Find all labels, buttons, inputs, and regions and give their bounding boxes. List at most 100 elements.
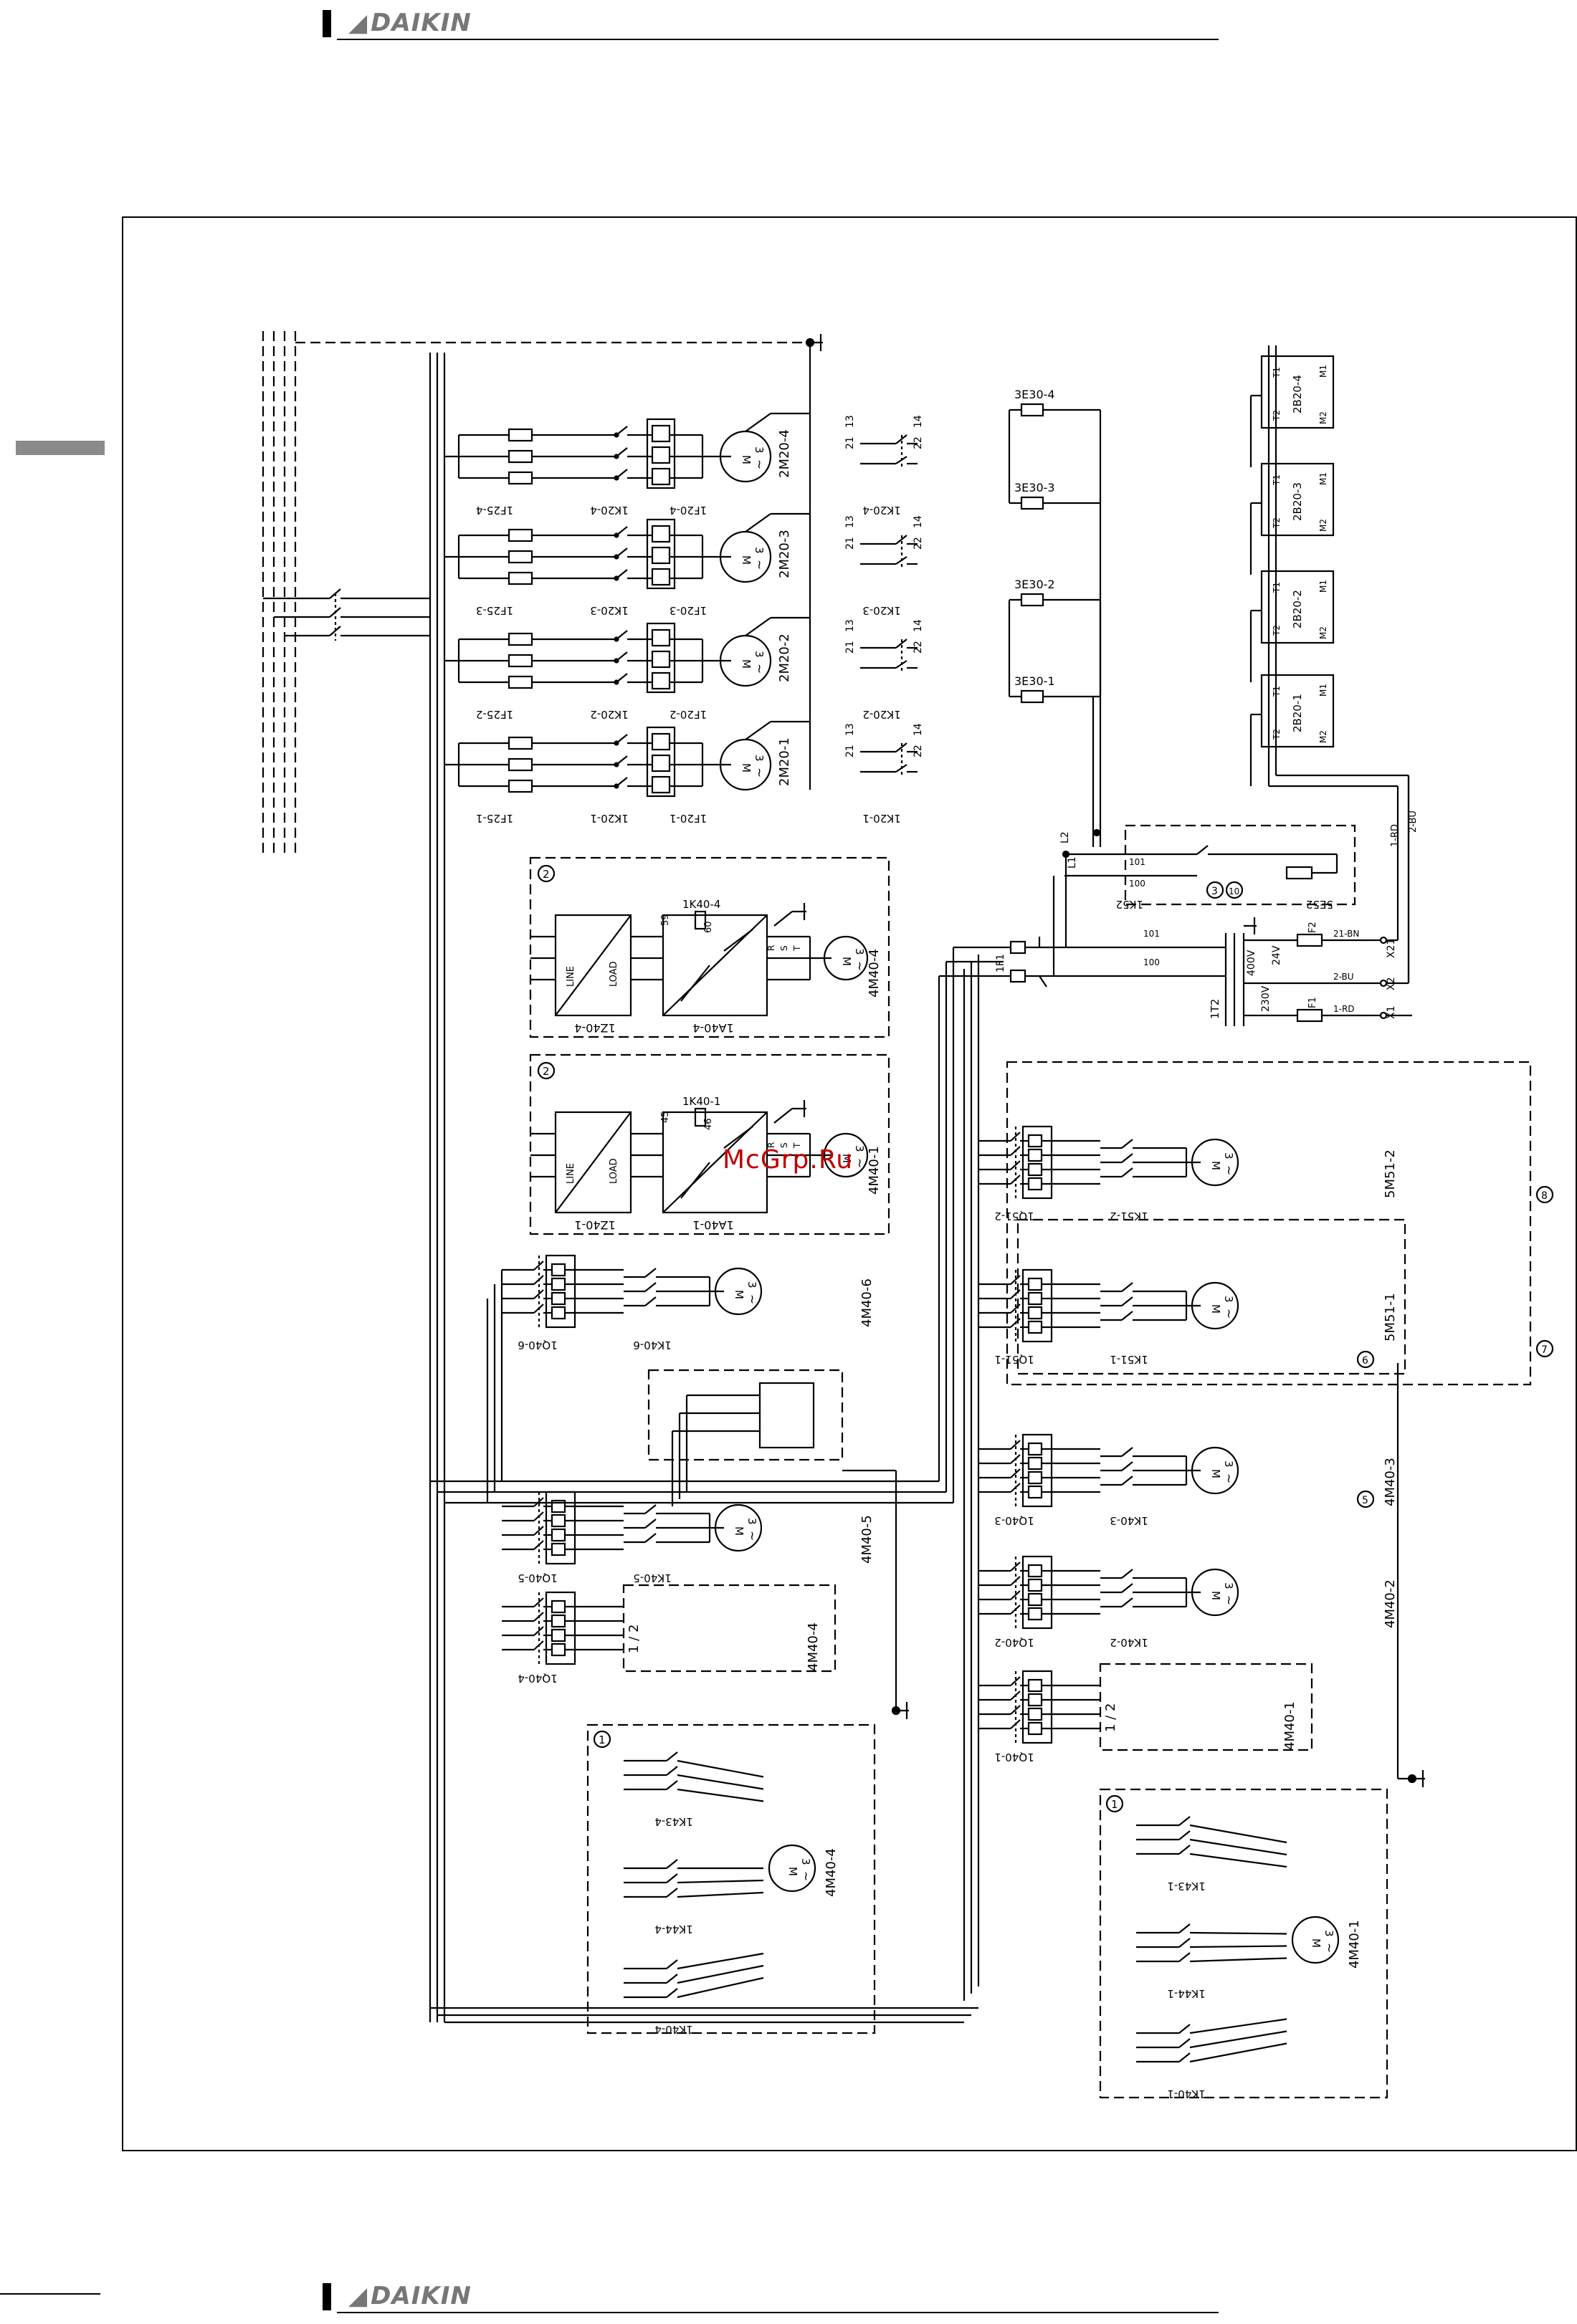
motor-label: 4M40-1 (1347, 1920, 1362, 1969)
motor-label: 5M51-1 (1383, 1293, 1398, 1342)
motor-icon: M3~4M40-1 (1291, 1916, 1362, 1969)
thermal-element (1027, 1291, 1043, 1306)
filter-line-label: LINE (566, 966, 576, 987)
overload-label: 1F20-4 (670, 504, 707, 517)
motor-tilde: ~ (799, 1871, 813, 1881)
contactor-label: 1K20-3 (590, 604, 628, 617)
motor-label: 4M40-6 (859, 1278, 875, 1327)
right-trunks (429, 955, 1412, 2024)
motor-phase: 3 (1222, 1582, 1235, 1589)
drive-term: R (766, 1142, 776, 1148)
option-number: 6 (1362, 1355, 1368, 1367)
sensor-term: M1 (1318, 580, 1328, 593)
sensor-term: M2 (1318, 626, 1328, 639)
thermal-element (1027, 1177, 1043, 1191)
fuse-element (508, 449, 533, 464)
thermal-element (1027, 1564, 1043, 1578)
motor-label: 2M20-3 (777, 530, 792, 578)
motor-circle (714, 1503, 763, 1552)
breaker-label: 1Q51-1 (994, 1353, 1034, 1366)
option-number: 7 (1541, 1344, 1548, 1356)
motor-circle (1191, 1138, 1239, 1187)
motor-tilde: ~ (752, 459, 766, 469)
option-badge (1105, 1794, 1124, 1813)
motor-tilde: ~ (1221, 1309, 1236, 1319)
aux-term: 22 (913, 745, 924, 757)
fuse-label: 1F25-1 (476, 812, 513, 825)
overload-element (651, 775, 671, 794)
header-rule (337, 39, 1219, 40)
fuse-label: 1F1 (995, 954, 1006, 972)
contact-dot (614, 532, 619, 538)
footer-brand-bar: ◢DAIKIN (323, 2279, 1219, 2315)
drive-box (662, 914, 768, 1017)
reference-label: 4M40-4 (806, 1622, 821, 1671)
heater: 3E30-1 (1009, 674, 1100, 704)
sensor-label: 2B20-1 (1291, 694, 1304, 732)
breaker-frame (1021, 1268, 1053, 1343)
filter-load-label: LOAD (609, 961, 619, 987)
overload-element (651, 525, 671, 543)
thermal-element (1027, 1456, 1043, 1471)
motor-circle (714, 1267, 763, 1316)
motor-m: M (1209, 1591, 1222, 1600)
wire-color: 2-BU (1408, 810, 1419, 833)
sensor-term: M1 (1318, 365, 1328, 378)
thermal-element (1027, 1592, 1043, 1607)
contactor-label: 1K40-2 (1110, 1636, 1148, 1649)
motor-icon: M3~4M40-1 (823, 1132, 882, 1195)
drive-term: S (779, 945, 789, 951)
reference-box (622, 1584, 837, 1673)
filter-load-label: LOAD (609, 1158, 619, 1184)
aux-label: 1K20-4 (862, 504, 900, 517)
thermal-element (551, 1614, 566, 1628)
option-number: 8 (1541, 1190, 1548, 1202)
wire-number: 101 (1129, 857, 1145, 867)
motor-tilde: ~ (1221, 1473, 1236, 1483)
thermal-element (551, 1642, 566, 1657)
sensor-box (1260, 674, 1335, 748)
motor-circle (1191, 1281, 1239, 1330)
overload-element (651, 754, 671, 773)
aux-term: 22 (913, 436, 924, 449)
relay-label: 1K40-4 (682, 898, 720, 911)
motor-label: 4M40-1 (867, 1146, 882, 1195)
sensor-circuits: 2B20-4T1T2M1M22B20-3T1T2M1M22B20-2T1T2M1… (1249, 345, 1419, 983)
heater: 3E30-3 (1009, 481, 1100, 510)
motor-tilde: ~ (1221, 1165, 1236, 1175)
heater-element (1020, 403, 1044, 417)
brand-name: DAIKIN (371, 2282, 472, 2310)
fuse-label: F2 (1307, 922, 1318, 933)
motor-icon: M3~4M40-6 (714, 1267, 875, 1327)
thermal-element (1027, 1578, 1043, 1592)
motor-label: 4M40-2 (1383, 1579, 1398, 1628)
terminal-label: X21 (1386, 939, 1397, 958)
thermal-element (551, 1306, 566, 1320)
drive-term: T (792, 945, 802, 952)
motor-label: 4M40-4 (824, 1848, 839, 1897)
sensor-term: M1 (1318, 684, 1328, 697)
option-number: 1 (1111, 1798, 1118, 1811)
motor-icon: M3~4M40-2 (1191, 1568, 1398, 1628)
option-badge (537, 1061, 556, 1080)
motor-m: M (740, 455, 753, 464)
contact-dot (614, 740, 619, 746)
fuse-element (508, 632, 533, 646)
aux-label: 1K20-2 (862, 708, 900, 721)
contactor-label: 1K20-2 (590, 708, 628, 721)
contactor-label: 1K51-1 (1110, 1353, 1148, 1366)
motor-icon: M3~2M20-1 (719, 737, 792, 791)
footer-left-rule (0, 2293, 100, 2295)
phase-label: L2 (1059, 831, 1071, 843)
daikin-logo-mark-icon: ◢ (348, 2282, 368, 2310)
aux-term: 21 (844, 537, 856, 550)
node (1092, 828, 1101, 837)
